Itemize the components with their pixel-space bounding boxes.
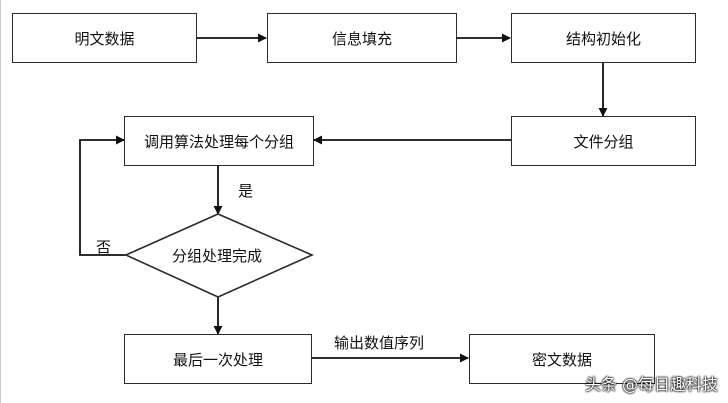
arrow-decision-no-loop — [79, 135, 126, 256]
node-plaintext-label: 明文数据 — [74, 29, 135, 48]
node-process: 调用算法处理每个分组 — [124, 116, 314, 166]
edge-label-yes: 是 — [238, 182, 254, 200]
node-ciphertext-label: 密文数据 — [531, 350, 592, 369]
node-ciphertext: 密文数据 — [469, 334, 655, 384]
left-border-line — [0, 0, 1, 403]
node-init: 结构初始化 — [511, 13, 696, 63]
watermark-text: 头条 @每日趣科技 — [584, 375, 718, 394]
node-process-label: 调用算法处理每个分组 — [143, 132, 294, 151]
node-decision-label: 分组处理完成 — [172, 247, 263, 265]
node-init-label: 结构初始化 — [565, 29, 641, 48]
node-split: 文件分组 — [511, 116, 696, 166]
node-final-label: 最后一次处理 — [172, 350, 263, 369]
edge-label-output: 输出数值序列 — [334, 334, 425, 352]
decision-diamond — [124, 213, 314, 298]
node-plaintext: 明文数据 — [12, 13, 197, 63]
node-split-label: 文件分组 — [573, 132, 634, 151]
edge-label-no: 否 — [96, 238, 112, 256]
node-padding-label: 信息填充 — [331, 29, 392, 48]
node-final: 最后一次处理 — [124, 334, 312, 384]
node-padding: 信息填充 — [267, 13, 457, 63]
